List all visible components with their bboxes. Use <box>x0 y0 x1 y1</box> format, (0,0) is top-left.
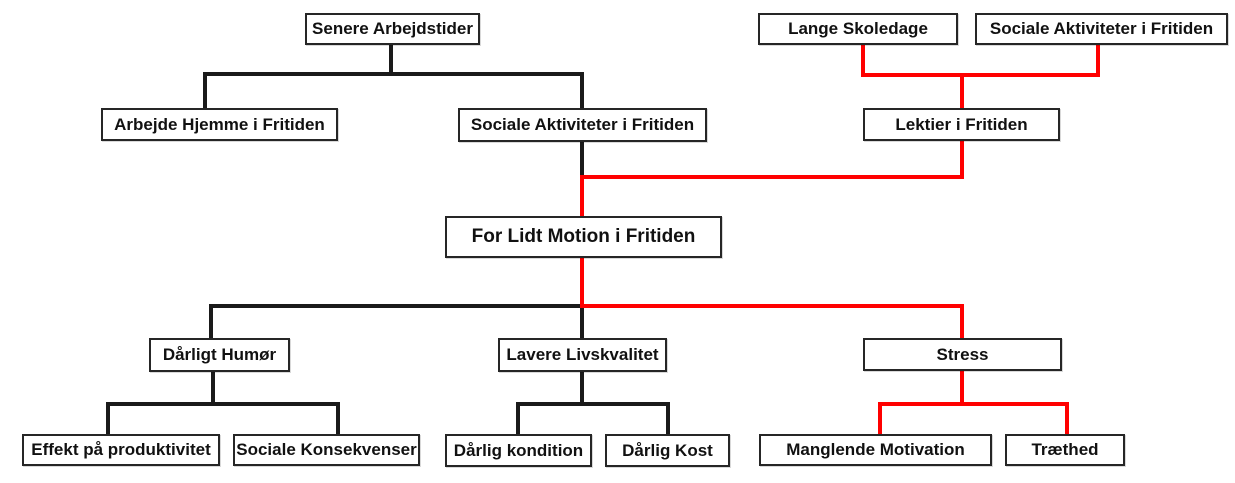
connector-segment <box>389 45 393 76</box>
node-lavere-livskvalitet: Lavere Livskvalitet <box>498 338 667 372</box>
node-stress: Stress <box>863 338 1062 371</box>
node-daarlig-kondition: Dårlig kondition <box>445 434 592 467</box>
connector-segment <box>666 402 670 436</box>
node-sociale-konsekvenser: Sociale Konsekvenser <box>233 434 420 466</box>
connector-segment <box>580 142 584 179</box>
connector-segment <box>1065 402 1069 436</box>
node-senere-arbejdstider: Senere Arbejdstider <box>305 13 480 45</box>
connector-segment <box>211 372 215 406</box>
node-daarlig-kost: Dårlig Kost <box>605 434 730 467</box>
node-sociale-aktiviteter-top: Sociale Aktiviteter i Fritiden <box>975 13 1228 45</box>
connector-segment <box>203 72 207 110</box>
connector-segment <box>516 402 670 406</box>
node-arbejde-hjemme: Arbejde Hjemme i Fritiden <box>101 108 338 141</box>
connector-segment <box>203 72 584 76</box>
connector-segment <box>336 402 340 436</box>
connector-segment <box>580 372 584 406</box>
connector-segment <box>861 45 865 77</box>
connector-segment <box>106 402 340 406</box>
connector-segment <box>861 73 1100 77</box>
connector-segment <box>582 304 964 308</box>
connector-segment <box>878 402 1069 406</box>
connector-segment <box>580 306 584 340</box>
connector-segment <box>580 175 964 179</box>
connector-segment <box>580 175 584 218</box>
node-lektier-i-fritiden: Lektier i Fritiden <box>863 108 1060 141</box>
connector-segment <box>209 304 584 308</box>
connector-segment <box>106 402 110 436</box>
connector-segment <box>960 304 964 340</box>
node-manglende-motivation: Manglende Motivation <box>759 434 992 466</box>
connector-segment <box>209 304 213 340</box>
node-effekt-paa-produktivitet: Effekt på produktivitet <box>22 434 220 466</box>
node-sociale-aktiviteter-mid: Sociale Aktiviteter i Fritiden <box>458 108 707 142</box>
connector-segment <box>1096 45 1100 77</box>
node-for-lidt-motion: For Lidt Motion i Fritiden <box>445 216 722 258</box>
connector-segment <box>960 371 964 406</box>
node-traethed: Træthed <box>1005 434 1125 466</box>
connector-segment <box>878 402 882 436</box>
node-lange-skoledage: Lange Skoledage <box>758 13 958 45</box>
connector-segment <box>960 141 964 179</box>
connector-segment <box>960 73 964 110</box>
node-daarligt-humoer: Dårligt Humør <box>149 338 290 372</box>
connector-segment <box>580 258 584 308</box>
connector-segment <box>580 72 584 110</box>
connector-segment <box>516 402 520 436</box>
